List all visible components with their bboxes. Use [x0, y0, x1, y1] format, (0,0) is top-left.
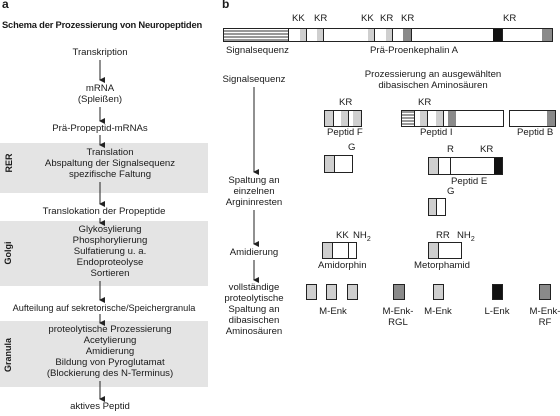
rer-band: [0, 143, 208, 193]
golgi-band: [0, 221, 208, 286]
m-enk-rf-sub: RF: [538, 317, 552, 328]
proenkephalin-bar: [223, 28, 553, 42]
panel-a-title: Schema der Prozessierung von Neuropeptid…: [2, 19, 202, 30]
left-proteolytische: proteolytische: [224, 293, 284, 304]
kk-label-amid: KK: [336, 230, 349, 241]
sub-2-second: 2: [470, 235, 475, 243]
left-spaltung-2: einzelnen: [233, 186, 275, 197]
m-enk-1: M-Enk: [319, 306, 347, 317]
step-glykosylierung: Glykosylierung: [78, 224, 142, 235]
left-spaltung-3: Argininresten: [225, 197, 283, 208]
step-pyroglutamat: Bildung von Pyroglutamat: [55, 357, 165, 368]
left-amidierung: Amidierung: [229, 247, 279, 258]
amidorphin-bar: [322, 242, 357, 259]
kr-label-f: KR: [339, 97, 353, 108]
kk-label-2: KK: [361, 13, 374, 24]
left-aminosaeuren: Aminosäuren: [225, 326, 283, 337]
step-transkription: Transkription: [72, 47, 128, 58]
metorphamid-bar: [428, 242, 462, 259]
step-sulfatierung: Sulfatierung u. a.: [73, 246, 147, 257]
metorphamid-label: Metorphamid: [414, 260, 470, 271]
peptid-f-bar: [324, 110, 362, 127]
left-signalsequenz: Signalsequenz: [222, 74, 286, 85]
step-proteolyse: proteolytische Prozessierung: [48, 324, 172, 335]
proenkephalin-caption: Prä-Proenkephalin A: [370, 45, 458, 56]
left-spaltung-an: Spaltung an: [228, 304, 280, 315]
step-acetylierung: Acetylierung: [83, 335, 137, 346]
nh-text-1: NH: [353, 230, 367, 241]
step-aufteilung: Aufteilung auf sekretorische/Speichergra…: [12, 303, 196, 313]
amidorphin-label: Amidorphin: [318, 260, 367, 271]
step-sortieren: Sortieren: [90, 268, 130, 279]
kr-label-1: KR: [314, 13, 328, 24]
heading-prozessierung: Prozessierung an ausgewählten: [364, 69, 502, 80]
step-faltung: spezifische Faltung: [68, 169, 152, 180]
g-fragment-2: [428, 198, 446, 216]
peptid-e-bar: [428, 157, 503, 175]
step-amidierung: Amidierung: [85, 346, 135, 357]
g-label-1: G: [348, 142, 356, 153]
sub-2-first: 2: [366, 235, 371, 243]
m-enk-2: M-Enk: [424, 306, 452, 317]
granula-band: [0, 321, 208, 387]
peptid-i-label: Peptid I: [420, 127, 453, 138]
m-enk-rf: M-Enk-: [529, 306, 560, 317]
kr-label-3: KR: [401, 13, 415, 24]
peptid-e-label: Peptid E: [451, 176, 488, 187]
m-enk-rgl-sub: RGL: [388, 317, 408, 328]
peptid-b-bar: [509, 110, 556, 127]
step-endoproteolyse: Endoproteolyse: [76, 257, 144, 268]
g-label-2: G: [447, 186, 455, 197]
peptid-i-bar: [401, 110, 504, 127]
step-abspaltung: Abspaltung der Signalsequenz: [44, 158, 176, 169]
peptid-b-label: Peptid B: [517, 127, 554, 138]
l-enk: L-Enk: [484, 306, 510, 317]
left-spaltung-1: Spaltung an: [228, 175, 280, 186]
kr-label-2: KR: [380, 13, 394, 24]
kr-label-i: KR: [418, 97, 432, 108]
step-prae-propeptid: Prä-Propeptid-mRNAs: [52, 123, 148, 134]
nh2-label-1: NH2: [353, 230, 371, 245]
left-vollstaendig: vollständige: [228, 282, 280, 293]
step-translation: Translation: [86, 147, 134, 158]
rr-label-amid: RR: [436, 230, 450, 241]
m-enk-rgl: M-Enk-: [382, 306, 414, 317]
g-fragment-1: [324, 155, 353, 173]
heading-dibasisch: dibasischen Aminosäuren: [378, 80, 488, 91]
nh-text-2: NH: [457, 230, 471, 241]
nh2-label-2: NH2: [457, 230, 475, 245]
panel-b-label: b: [222, 0, 230, 11]
r-label-e: R: [447, 144, 454, 155]
signalsequenz-caption: Signalsequenz: [226, 45, 289, 56]
step-mrna-splicing: (Spleißen): [77, 94, 123, 105]
peptid-f-label: Peptid F: [327, 127, 363, 138]
panel-a-label: a: [2, 0, 9, 11]
kr-label-4: KR: [503, 13, 517, 24]
left-dibasischen: dibasischen: [228, 315, 280, 326]
kr-label-e: KR: [480, 144, 494, 155]
step-blockierung: (Blockierung des N-Terminus): [46, 368, 174, 379]
step-aktives-peptid: aktives Peptid: [70, 401, 130, 412]
step-phosphorylierung: Phosphorylierung: [72, 235, 148, 246]
step-mrna: mRNA: [85, 83, 115, 94]
step-translokation: Translokation der Propeptide: [42, 206, 166, 217]
enkephalin-fragments: [306, 284, 551, 300]
kk-label-1: KK: [292, 13, 305, 24]
